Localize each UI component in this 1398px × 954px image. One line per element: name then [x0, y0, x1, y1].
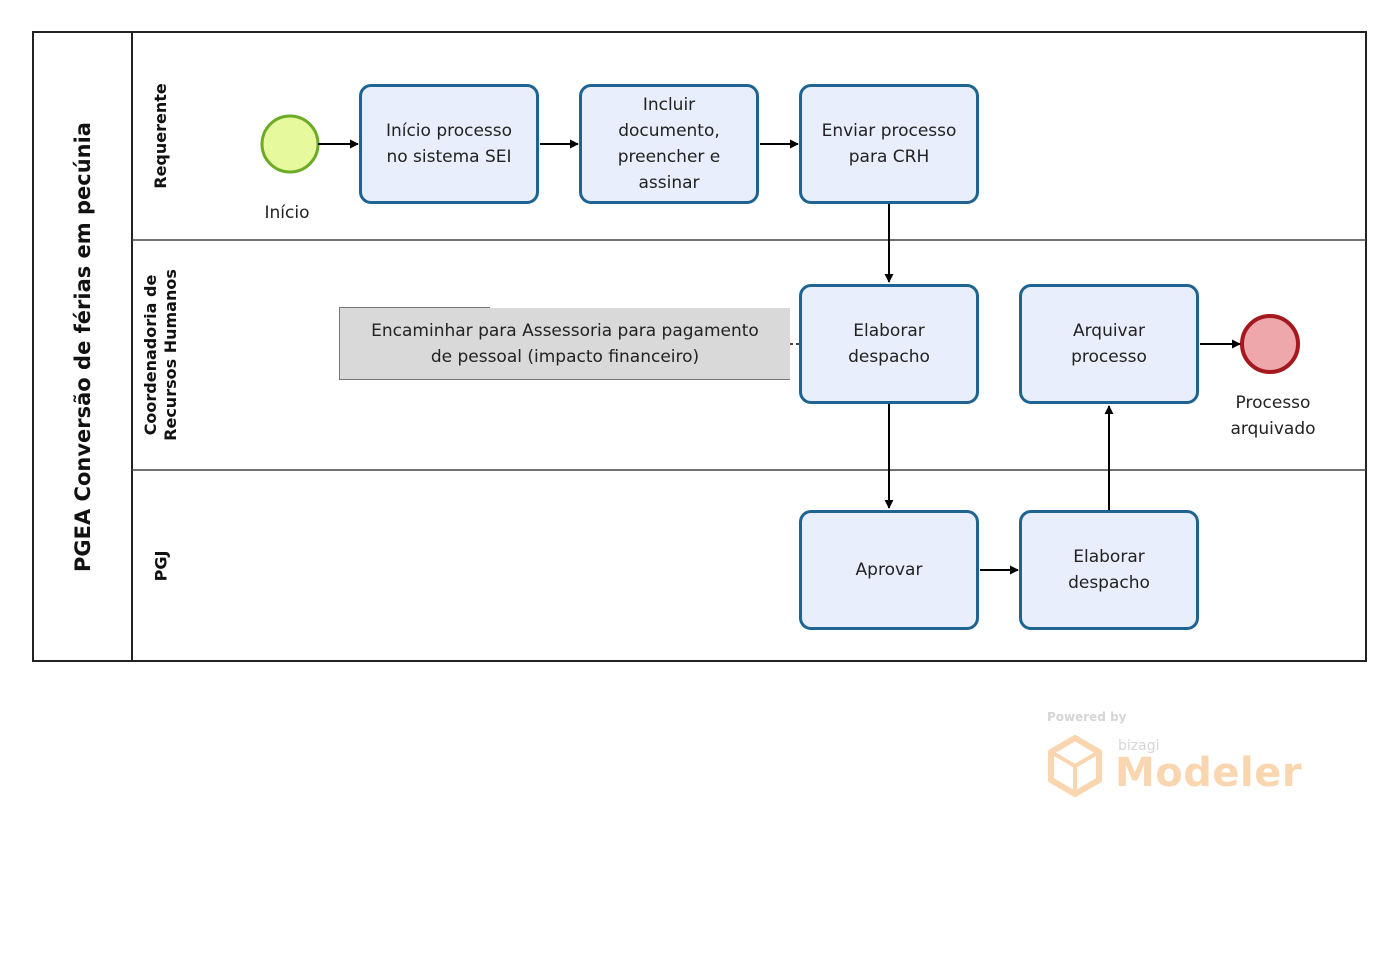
lane-title-pgj-text: PGJ — [151, 550, 170, 582]
pool-title: PGEA Conversão de férias em pecúnia — [34, 33, 132, 661]
task-arquivar-processo[interactable]: Arquivar processo — [1019, 284, 1199, 404]
lane-title-crh: Coordenadoria de Recursos Humanos — [133, 241, 189, 469]
end-event-label: Processo arquivado — [1230, 393, 1316, 439]
lane-title-requerente-text: Requerente — [151, 83, 170, 189]
task-elaborar-despacho-crh[interactable]: Elaborar despacho — [799, 284, 979, 404]
watermark-product: Modeler — [1115, 750, 1303, 796]
task-elaborar-despacho-pgj-label: Elaborar despacho — [1068, 547, 1150, 593]
task-elaborar-despacho-crh-label: Elaborar despacho — [848, 321, 930, 367]
task-inicio-processo-label: Início processo no sistema SEI — [385, 121, 513, 167]
pool-border — [32, 31, 1367, 662]
task-arquivar-processo-label: Arquivar processo — [1071, 321, 1147, 367]
watermark-brand: bizagi — [1118, 738, 1160, 754]
watermark-powered-by: Powered by — [1047, 710, 1127, 724]
task-enviar-processo[interactable]: Enviar processo para CRH — [799, 84, 979, 204]
bizagi-watermark: Powered by bizagi Modeler — [1046, 710, 1302, 805]
annotation-bracket — [339, 307, 490, 308]
end-event[interactable] — [1240, 314, 1300, 374]
task-incluir-documento-label: Incluir documento, preencher e assinar — [617, 95, 721, 193]
task-inicio-processo[interactable]: Início processo no sistema SEI — [359, 84, 539, 204]
task-aprovar[interactable]: Aprovar — [799, 510, 979, 630]
start-event[interactable] — [260, 114, 320, 174]
text-annotation-label: Encaminhar para Assessoria para pagament… — [371, 320, 759, 367]
task-incluir-documento[interactable]: Incluir documento, preencher e assinar — [579, 84, 759, 204]
bizagi-cube-icon — [1048, 735, 1102, 797]
task-enviar-processo-label: Enviar processo para CRH — [821, 121, 957, 167]
lane-title-requerente: Requerente — [133, 33, 189, 239]
lane-title-pgj: PGJ — [133, 471, 189, 661]
task-aprovar-label: Aprovar — [855, 560, 923, 580]
pool-title-text: PGEA Conversão de férias em pecúnia — [71, 122, 96, 572]
start-event-label: Início — [264, 203, 310, 223]
text-annotation[interactable]: Encaminhar para Assessoria para pagament… — [339, 308, 790, 380]
lane-title-crh-text: Coordenadoria de Recursos Humanos — [141, 269, 181, 441]
task-elaborar-despacho-pgj[interactable]: Elaborar despacho — [1019, 510, 1199, 630]
